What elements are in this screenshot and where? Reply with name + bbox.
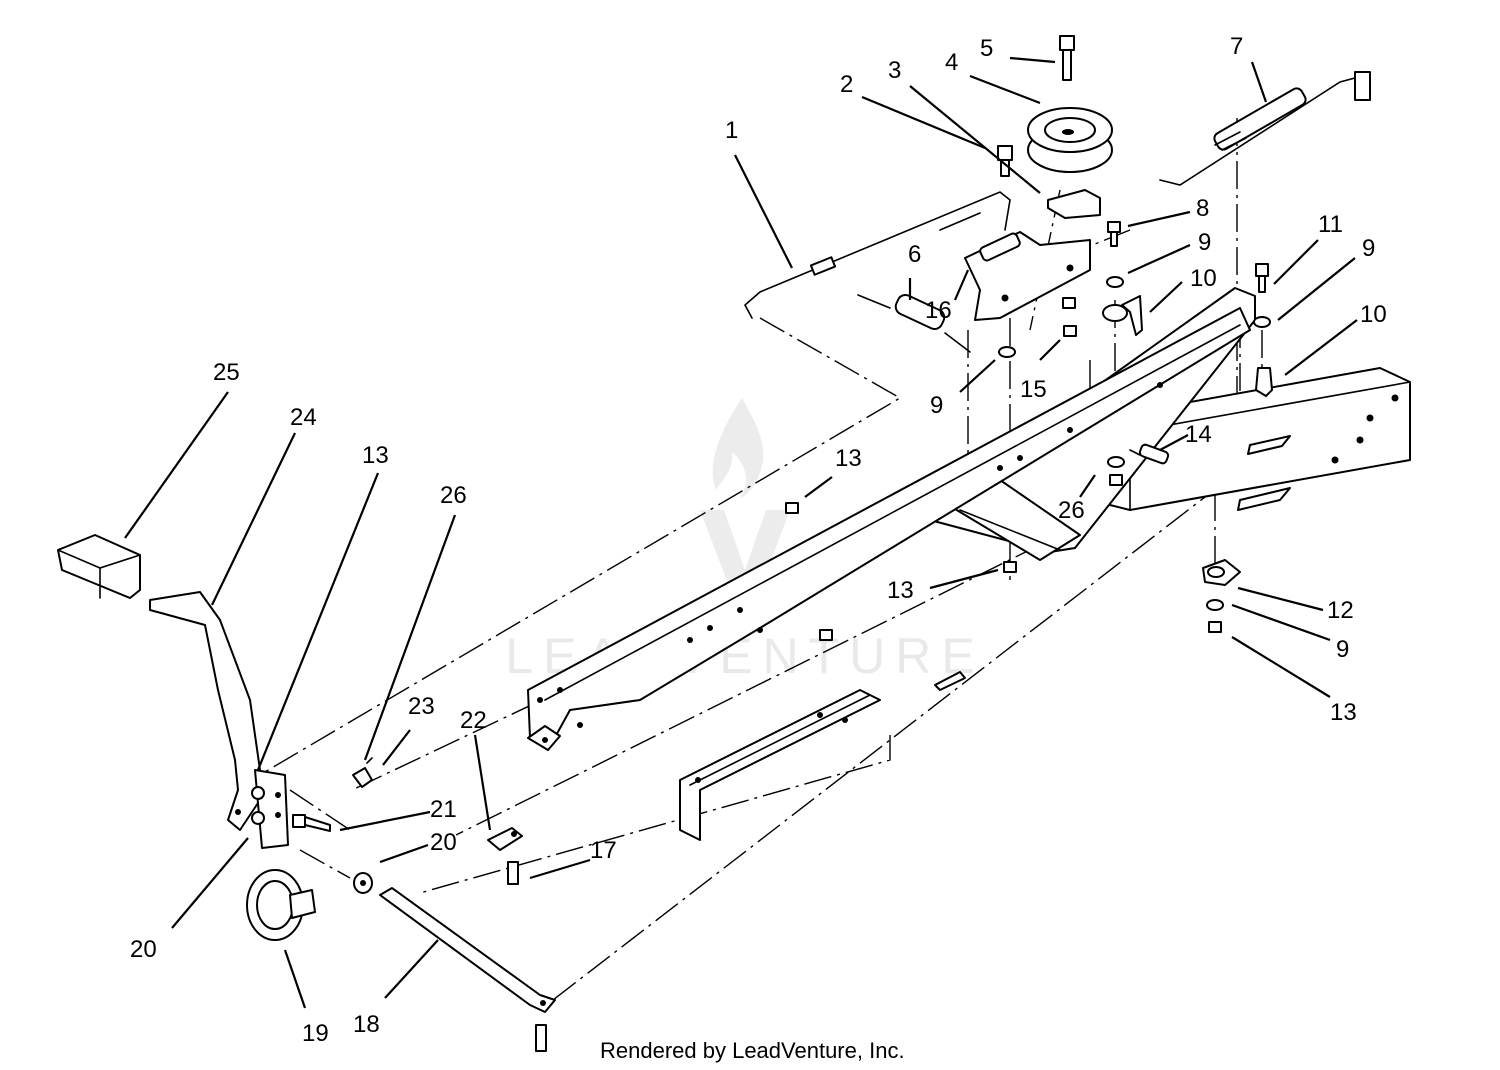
- callout-14: 14: [1185, 421, 1212, 448]
- callout-8: 8: [1196, 195, 1209, 222]
- callout-15: 15: [1020, 376, 1047, 403]
- callout-13-c: 13: [887, 577, 914, 604]
- callout-1: 1: [725, 117, 738, 144]
- callout-17: 17: [590, 837, 617, 864]
- part-22-clip: [487, 827, 523, 851]
- part-10-lever: [1102, 295, 1143, 336]
- callout-6: 6: [908, 241, 921, 268]
- part-7-spring-rod: [1159, 71, 1371, 186]
- callout-18: 18: [353, 1011, 380, 1038]
- callout-5: 5: [980, 35, 993, 62]
- part-23-clip: [352, 757, 373, 788]
- callout-9-d: 9: [1336, 636, 1349, 663]
- callout-13-d: 13: [1330, 699, 1357, 726]
- callout-10-b: 10: [1360, 301, 1387, 328]
- watermark-flame-icon: [712, 398, 764, 498]
- callout-9-b: 9: [1362, 235, 1375, 262]
- callout-12: 12: [1327, 597, 1354, 624]
- callout-19: 19: [302, 1020, 329, 1047]
- callout-10-a: 10: [1190, 265, 1217, 292]
- part-4-pulley: [1027, 107, 1113, 173]
- leader-lines: [124, 56, 1358, 1009]
- part-14-spring: [1129, 443, 1170, 465]
- callout-25: 25: [213, 359, 240, 386]
- bolts: [997, 35, 1269, 293]
- part-17-screw: [507, 861, 519, 885]
- callout-7: 7: [1230, 33, 1243, 60]
- callout-11: 11: [1318, 211, 1343, 238]
- frame-channel-lower: [679, 671, 966, 841]
- washers-nuts: [785, 276, 1271, 641]
- watermark: LEADVENTURE: [505, 398, 975, 684]
- part-1-rod: [743, 191, 1011, 319]
- callout-3: 3: [888, 57, 901, 84]
- callout-26-a: 26: [440, 482, 467, 509]
- callout-13-b: 13: [835, 445, 862, 472]
- watermark-v-icon: [700, 510, 790, 610]
- part-18-link-rod: [379, 887, 556, 1052]
- callout-9-c: 9: [930, 392, 943, 419]
- part-20-washer: [353, 872, 373, 894]
- callouts: 1 2 3 4 5 6 7 8 9 9 9 9 10 10 11 12 13 1…: [130, 33, 1387, 1047]
- frame-rail-right: [929, 287, 1411, 561]
- part-12-bracket: [1202, 559, 1241, 586]
- part-24-pedal-arm: [149, 591, 261, 831]
- callout-26-b: 26: [1058, 497, 1085, 524]
- part-16-bracket: [964, 231, 1091, 321]
- frame-channel-left: [527, 307, 1251, 751]
- credit-text: Rendered by LeadVenture, Inc.: [600, 1038, 905, 1063]
- callout-22: 22: [460, 707, 487, 734]
- pedal-pivot-bracket: [235, 769, 289, 849]
- callout-23: 23: [408, 693, 435, 720]
- callout-16: 16: [925, 297, 952, 324]
- callout-21: 21: [430, 796, 457, 823]
- callout-9-a: 9: [1198, 229, 1211, 256]
- callout-20-a: 20: [430, 829, 457, 856]
- callout-4: 4: [945, 49, 958, 76]
- part-3-bracket: [1047, 189, 1101, 219]
- callout-20-b: 20: [130, 936, 157, 963]
- callout-24: 24: [290, 404, 317, 431]
- part-21-bolt: [292, 814, 331, 832]
- part-19-pulley: [246, 869, 316, 941]
- part-25-pedal-pad: [57, 534, 141, 599]
- callout-2: 2: [840, 71, 853, 98]
- part-6-spring: [857, 294, 971, 353]
- callout-13-a: 13: [362, 442, 389, 469]
- part-10-key: [1255, 367, 1273, 397]
